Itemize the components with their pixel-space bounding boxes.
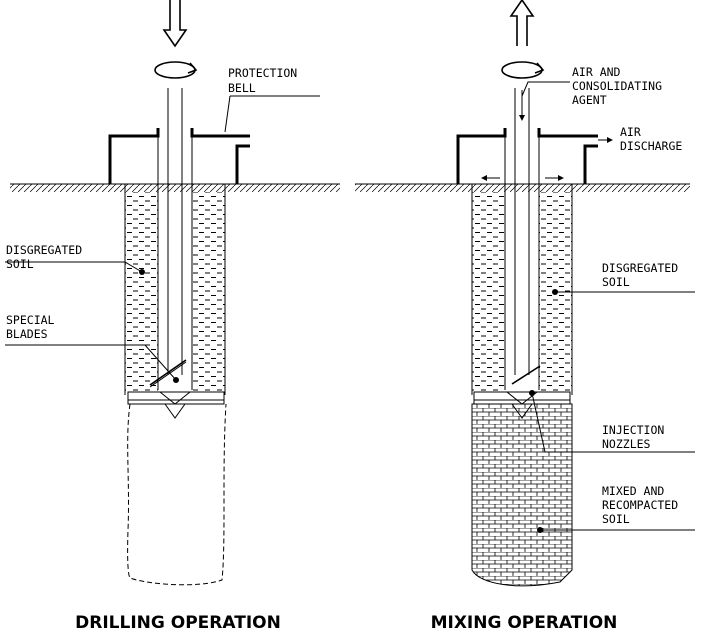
mixing-assembly — [355, 0, 695, 587]
label-injection-nozzles: INJECTION NOZZLES — [602, 423, 671, 451]
up-arrow-icon — [509, 0, 535, 46]
down-arrow-icon — [162, 0, 188, 48]
caption-drilling: DRILLING OPERATION — [75, 613, 281, 633]
bore-column-right — [471, 184, 573, 395]
protection-bell-left — [108, 128, 250, 184]
planned-column-outline — [127, 403, 227, 586]
rotation-icon-right — [501, 61, 545, 79]
label-disgregated-soil-left: DISGREGATED SOIL — [6, 243, 89, 271]
protection-bell-right — [456, 128, 598, 184]
drill-head-right — [473, 365, 571, 419]
drill-rod-left — [167, 88, 183, 375]
label-disgregated-soil-right: DISGREGATED SOIL — [602, 261, 685, 289]
ground-surface-right — [355, 183, 690, 192]
label-protection-bell: PROTECTION BELL — [228, 66, 304, 95]
mixed-column — [471, 403, 573, 587]
label-special-blades: SPECIAL BLADES — [6, 313, 61, 341]
leader-injection-nozzles — [531, 392, 695, 453]
label-air-discharge: AIR DISCHARGE — [620, 125, 682, 153]
leader-air-agent — [521, 81, 570, 97]
leader-special-blades — [5, 344, 177, 381]
leader-disgregated-left — [5, 261, 143, 273]
drilling-assembly — [5, 0, 340, 586]
label-mixed-recompacted-soil: MIXED AND RECOMPACTED SOIL — [602, 484, 685, 526]
ground-surface-left — [10, 183, 340, 192]
rotation-icon-left — [154, 61, 198, 79]
caption-mixing: MIXING OPERATION — [431, 613, 618, 633]
drill-head-left — [127, 359, 225, 419]
label-air-consolidating-agent: AIR AND CONSOLIDATING AGENT — [572, 65, 669, 107]
bore-column-left — [124, 184, 226, 395]
